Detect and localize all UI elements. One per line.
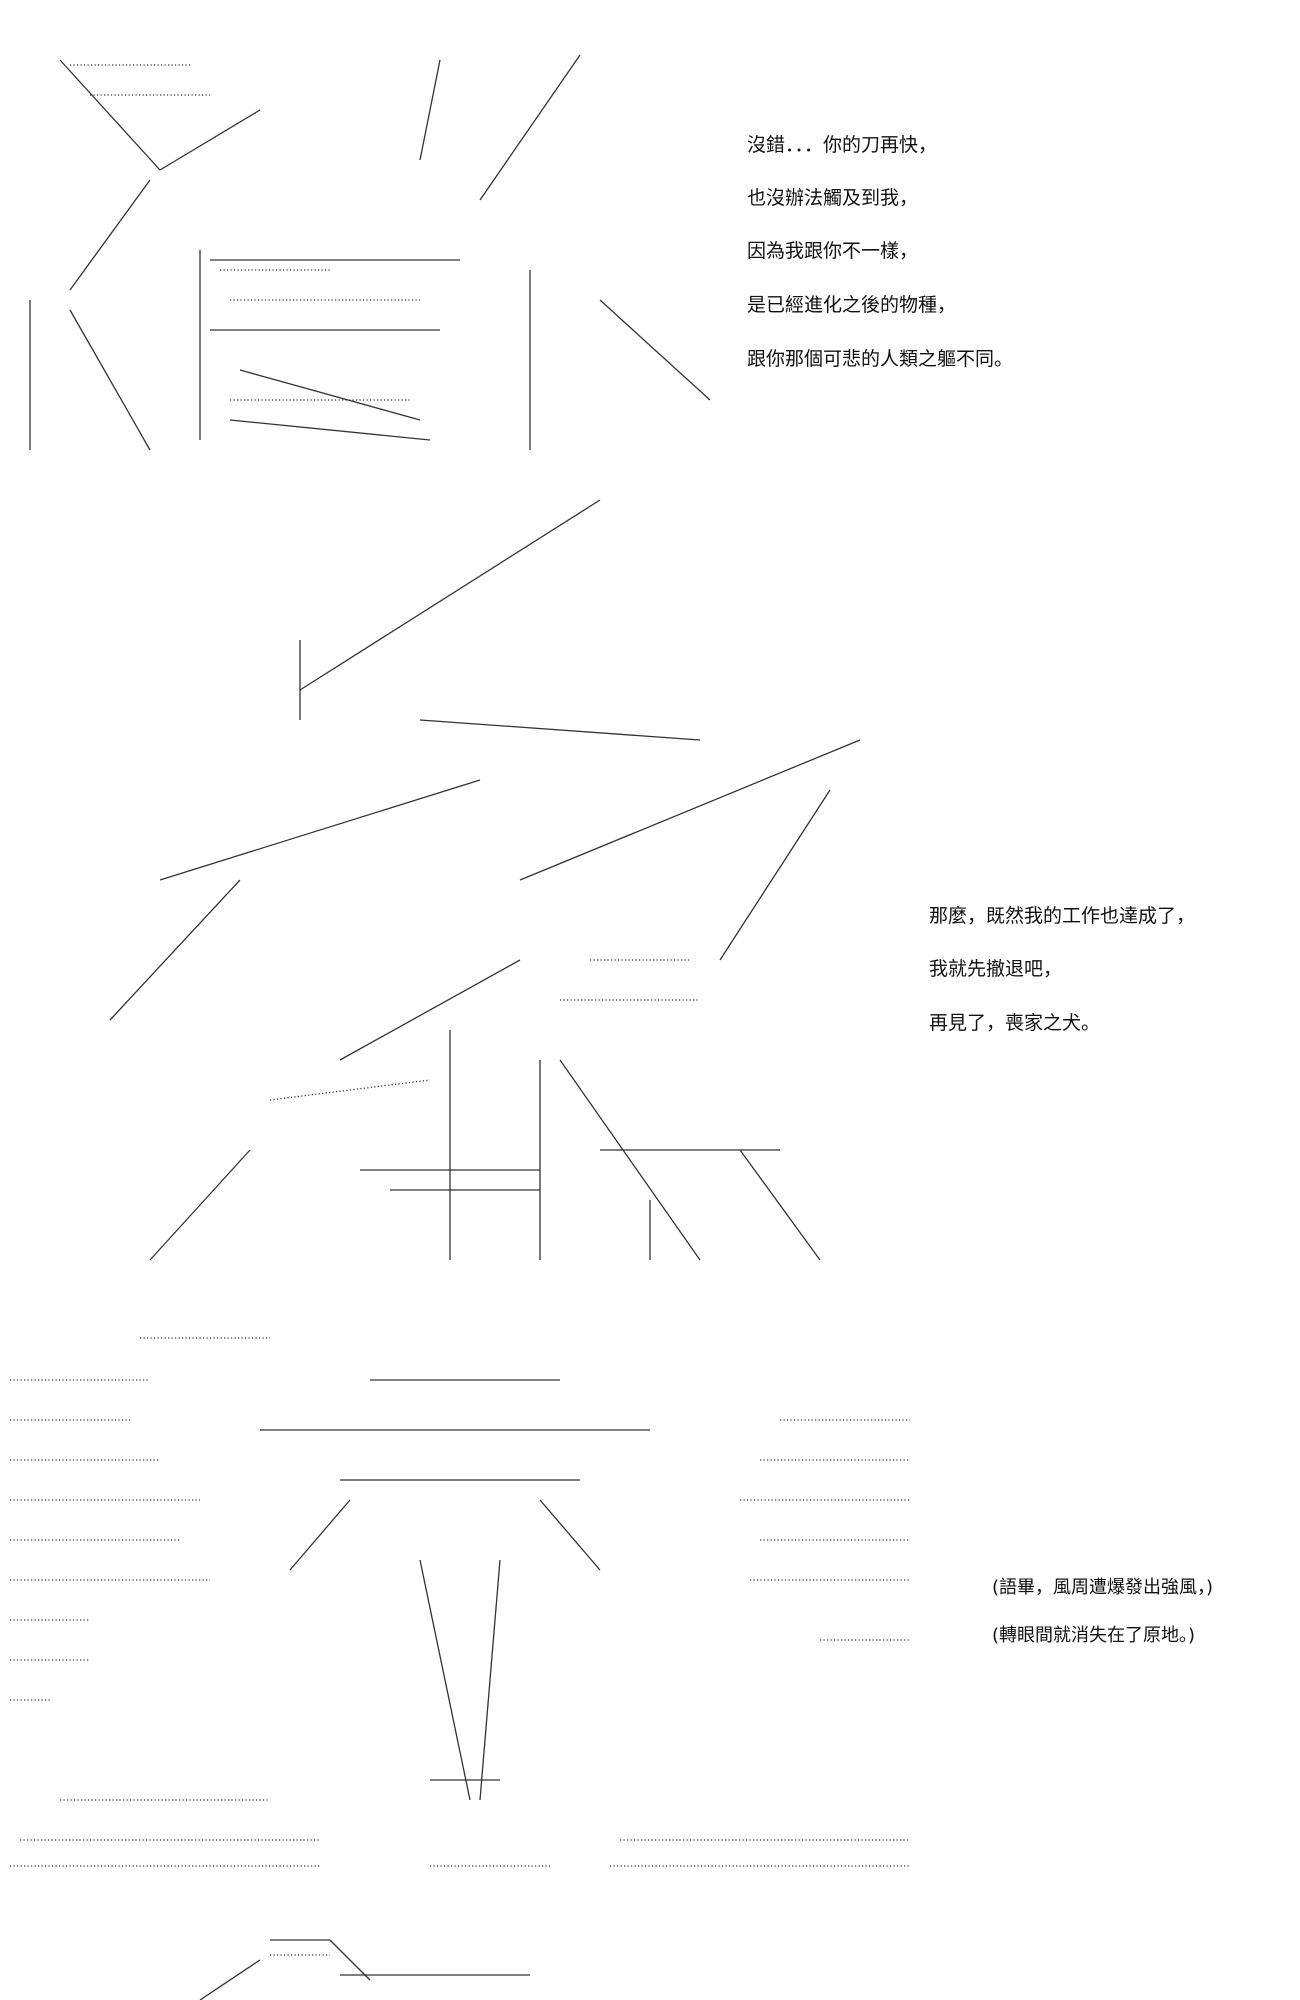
dialog-line: 沒錯．．．你的刀再快， [747, 134, 938, 156]
dialog-line: 跟你那個可悲的人類之軀不同。 [747, 348, 1014, 370]
dialog-line: 我就先撤退吧， [929, 958, 1063, 980]
art-armored-figure [109, 499, 861, 1261]
narration-line: (語畢，風周遭爆發出強風，) [992, 1577, 1214, 1598]
narration-line: (轉眼間就消失在了原地。) [992, 1625, 1196, 1646]
art-bottom-fragment [199, 1939, 530, 2000]
dialog-line: 那麼，既然我的工作也達成了， [929, 905, 1196, 927]
dialog-line: 因為我跟你不一樣， [747, 240, 919, 262]
dialog-line: 是已經進化之後的物種， [747, 294, 957, 316]
art-character-closeup [29, 54, 711, 451]
dialog-line: 再見了，喪家之犬。 [929, 1012, 1101, 1034]
art-winged-figure [10, 1337, 910, 1867]
dialog-line: 也沒辦法觸及到我， [747, 187, 919, 209]
